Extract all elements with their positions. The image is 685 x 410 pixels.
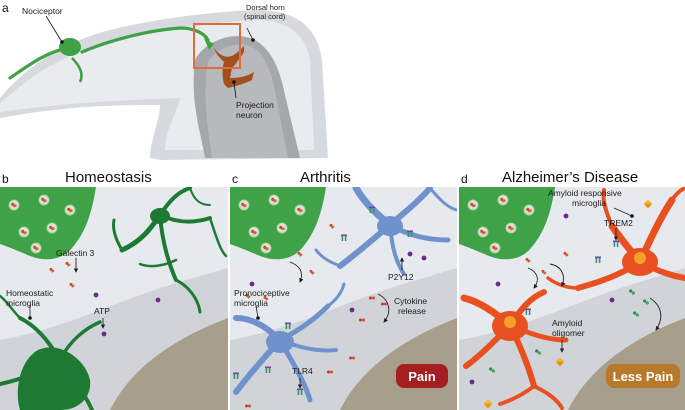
panel-title-d: Alzheimer’s Disease (502, 169, 638, 186)
panel-title-b: Homeostasis (65, 169, 152, 186)
label-projection: Projection (236, 100, 274, 110)
panel-title-c: Arthritis (300, 169, 351, 186)
label-atp: ATP (94, 306, 110, 316)
panel-d: Amyloid responsive microglia TREM2 Amylo… (459, 187, 685, 410)
label-release: release (398, 306, 426, 316)
zoom-box (193, 23, 241, 69)
panel-letter-a: a (2, 1, 9, 15)
label-pronociceptive: Pronociceptive (234, 288, 290, 298)
label-p2y12: P2Y12 (388, 272, 414, 282)
label-amyloid: Amyloid (552, 318, 583, 328)
panel-b: Galectin 3 Homeostatic microglia ATP (0, 187, 228, 410)
less-pain-badge-label: Less Pain (613, 369, 674, 384)
label-amyloid-responsive: Amyloid responsive (548, 188, 622, 198)
label-cytokine: Cytokine (394, 296, 427, 306)
label-neuron: neuron (236, 110, 263, 120)
pain-badge-label: Pain (408, 369, 436, 384)
label-dorsal-horn: Dorsal horn (246, 3, 285, 12)
projection-neuron (214, 46, 254, 88)
label-microglia-b: microglia (6, 298, 40, 308)
label-oligomer: oligomer (552, 328, 585, 338)
panel-letter-d: d (461, 172, 468, 186)
panel-c: P2Y12 Cytokine release Pronociceptive mi… (230, 187, 457, 410)
label-homeostatic: Homeostatic (6, 288, 54, 298)
panel-letter-c: c (232, 172, 238, 186)
label-microglia-d: microglia (572, 198, 606, 208)
label-nociceptor: Nociceptor (22, 6, 63, 16)
label-trem2: TREM2 (604, 218, 633, 228)
nociceptor-cell-body (59, 38, 81, 56)
label-microglia-c: microglia (234, 298, 268, 308)
panel-letter-b: b (2, 172, 9, 186)
label-tlr4: TLR4 (292, 366, 313, 376)
pain-badge (396, 364, 448, 388)
label-spinal-cord: (spinal cord) (244, 12, 286, 21)
panel-a: a Nociceptor Dorsal horn (spinal cord) P… (0, 1, 328, 160)
less-pain-badge (606, 364, 680, 388)
bone-region (110, 318, 228, 410)
label-galectin-3: Galectin 3 (56, 248, 95, 258)
